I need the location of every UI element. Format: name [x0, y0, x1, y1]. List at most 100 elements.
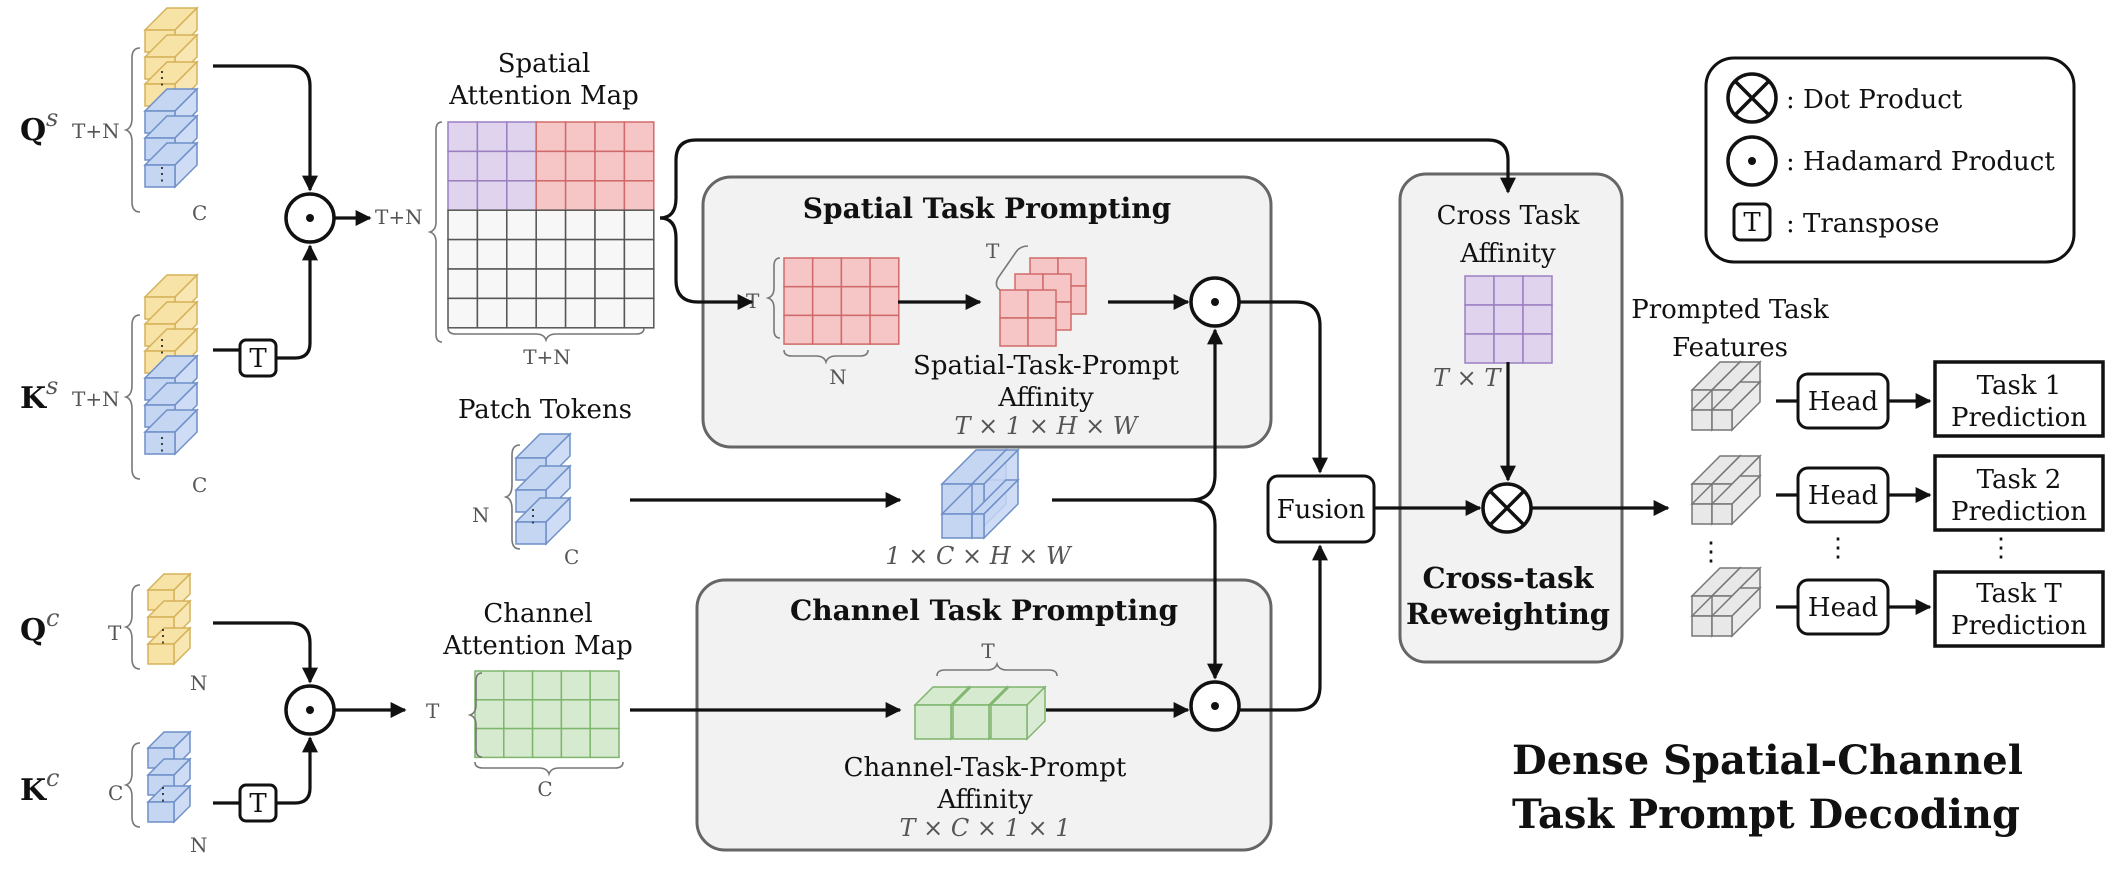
grid-cell: [476, 268, 508, 300]
main-title-line-2: Task Prompt Decoding: [1512, 791, 2020, 838]
spatial-map-title-2: Attention Map: [448, 81, 639, 111]
grid-cell: [783, 285, 814, 317]
grid-cell: [594, 238, 626, 270]
grid-cell: [474, 727, 505, 759]
feature-block: [1690, 454, 1762, 526]
grid-cell: [506, 297, 537, 329]
qc-symbol: Q: [20, 613, 46, 648]
grid-cell: [840, 314, 871, 345]
patch-token-stack: ⋮: [514, 432, 572, 546]
grid-cell: [447, 180, 479, 211]
legend-transpose-icon: [1732, 202, 1772, 242]
grid-cell: [840, 257, 871, 288]
grid-cell: [811, 285, 843, 317]
stack-dots: ⋮: [154, 784, 172, 805]
patch-tokens-title: Patch Tokens: [458, 395, 632, 425]
patch-tokens-channel: C: [564, 545, 579, 569]
grid-cell: [783, 257, 814, 288]
grid-cell: [506, 238, 537, 270]
dot-product-op-cross: [1481, 482, 1533, 534]
grid-cell: [503, 670, 534, 701]
prompted-title-2: Features: [1672, 333, 1788, 363]
hadamard-op-spatial: [284, 192, 336, 244]
channel-task-prompt-affinity-blocks: [913, 685, 1047, 741]
legend-transpose-symbol: T: [1743, 208, 1761, 238]
grid-cell: [1493, 333, 1524, 364]
head-row-3: Head Task T Prediction: [1796, 570, 2105, 648]
query-spatial-stack: ⋮⋮: [143, 6, 199, 189]
grid-cell: [560, 699, 591, 730]
head-label-1: Head: [1808, 387, 1878, 417]
channel-map-title-1: Channel: [483, 599, 592, 629]
prediction-box-3: [1933, 570, 2105, 648]
grid-cell: [560, 670, 591, 701]
spatial-affinity-label-1: Spatial-Task-Prompt: [913, 351, 1180, 381]
stack-cube: [146, 784, 192, 824]
grid-cell: [564, 268, 596, 300]
channel-stack-dim: T: [981, 639, 995, 663]
grid-cell: [506, 121, 537, 153]
main-title-line-1: Dense Spatial-Channel: [1512, 737, 2023, 784]
prediction-label-3b: Prediction: [1951, 611, 2087, 641]
channel-affinity-label-2: Affinity: [936, 785, 1033, 815]
key-spatial-stack: ⋮⋮: [143, 273, 199, 456]
prediction-label-2b: Prediction: [1951, 497, 2087, 527]
grid-cell: [594, 268, 626, 300]
grid-cell: [623, 180, 655, 211]
spatial-grid-col-dim: N: [829, 365, 847, 389]
grid-cell: [1522, 333, 1553, 364]
grid-cell: [594, 180, 626, 211]
grid-cell: [999, 289, 1029, 319]
grid-cell: [623, 268, 655, 300]
ks-symbol: K: [20, 381, 47, 416]
grid-cell: [560, 727, 591, 759]
grid-cell: [564, 180, 596, 211]
kc-channel: N: [190, 833, 208, 857]
grid-cell: [535, 238, 567, 270]
legend-dot-product-icon: [1726, 72, 1778, 124]
stack-dots: ⋮: [524, 506, 542, 527]
patch-cube: [970, 478, 1020, 540]
qs-sup: s: [46, 104, 58, 132]
grid-cell: [564, 121, 596, 153]
grid-cell: [535, 268, 567, 300]
ks-channel: C: [192, 473, 207, 497]
stack-dots: ⋮: [153, 336, 171, 357]
grid-cell: [869, 285, 900, 317]
connectors: [213, 64, 1932, 805]
affinity-slice: [999, 289, 1057, 347]
prediction-label-3a: Task T: [1976, 579, 2062, 609]
grid-cell: [623, 121, 655, 153]
key-channel-stack: ⋮: [146, 730, 192, 824]
prediction-box-2: [1933, 454, 2105, 532]
grid-cell: [594, 121, 626, 153]
grid-cell: [594, 297, 626, 329]
legend-hadamard: : Hadamard Product: [1786, 147, 2055, 177]
grid-cell: [589, 670, 620, 701]
channel-map-title-2: Attention Map: [442, 631, 633, 661]
prediction-box-1: [1933, 360, 2105, 438]
stack-dots: ⋮: [153, 164, 171, 185]
channel-affinity-shape: T × C × 1 × 1: [899, 814, 1070, 842]
grid-cell: [447, 268, 479, 300]
grid-cell: [623, 238, 655, 270]
prediction-label-2a: Task 2: [1977, 465, 2062, 495]
grid-cell: [564, 238, 596, 270]
hadamard-op-channel: [284, 684, 336, 736]
grid-cell: [476, 121, 508, 153]
legend-hadamard-icon: [1726, 135, 1778, 187]
grid-cell: [476, 297, 508, 329]
head-label-2: Head: [1808, 481, 1878, 511]
grid-cell: [564, 209, 596, 241]
qs-symbol: Q: [20, 113, 46, 148]
grid-cell: [535, 121, 567, 153]
grid-cell: [503, 727, 534, 759]
grid-cell: [811, 257, 843, 288]
grid-cell: [506, 268, 537, 300]
head-row-2: Head Task 2 Prediction: [1796, 454, 2105, 532]
stack-dots: ⋮: [153, 68, 171, 89]
stack-cube: [514, 496, 572, 546]
grid-cell: [1464, 304, 1495, 335]
grid-cell: [1464, 333, 1495, 364]
grid-cell: [506, 180, 537, 211]
